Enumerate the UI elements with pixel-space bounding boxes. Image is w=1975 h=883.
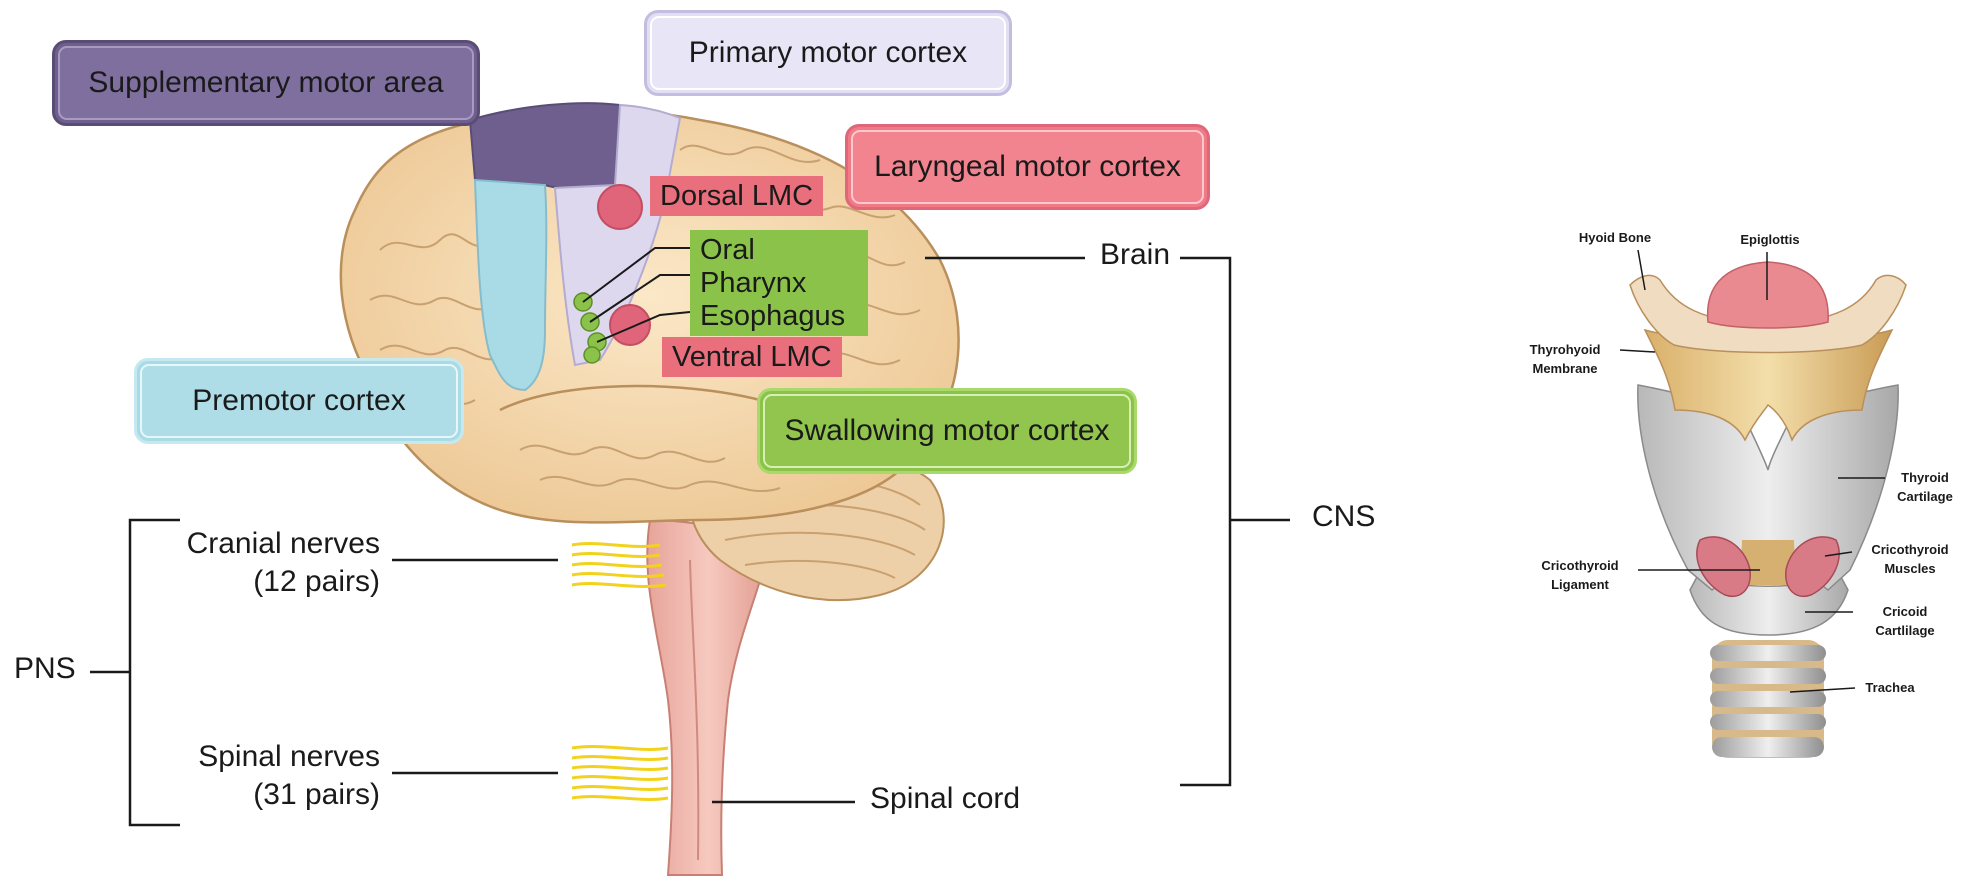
spinal-nerves-line1: Spinal nerves: [160, 738, 380, 776]
pns-label: PNS: [14, 652, 76, 686]
thyrohyoid-line2: Membrane: [1510, 359, 1620, 378]
cricoid-line2: Cartlilage: [1850, 621, 1960, 640]
supplementary-motor-area-box: Supplementary motor area: [52, 40, 480, 126]
cranial-nerves-line2: (12 pairs): [160, 563, 380, 601]
cricothyroid-muscles-label: Cricothyroid Muscles: [1850, 540, 1970, 578]
epiglottis-shape: [1708, 262, 1829, 328]
ventral-lmc-label: Ventral LMC: [672, 341, 832, 374]
premotor-cortex-label: Premotor cortex: [192, 384, 405, 418]
cricothyroid-lig-line1: Cricothyroid: [1520, 556, 1640, 575]
spinal-nerves-line2: (31 pairs): [160, 776, 380, 814]
spinal-nerves-label: Spinal nerves (31 pairs): [160, 738, 380, 814]
swallowing-motor-cortex-box: Swallowing motor cortex: [757, 388, 1137, 474]
primary-motor-cortex-box: Primary motor cortex: [644, 10, 1012, 96]
thyrohyoid-membrane-label: Thyrohyoid Membrane: [1510, 340, 1620, 378]
swallowing-organs-box: Oral Pharynx Esophagus: [690, 230, 868, 336]
trachea-label: Trachea: [1850, 678, 1930, 697]
cricoid-cartilage-label: Cricoid Cartlilage: [1850, 602, 1960, 640]
cns-label: CNS: [1312, 500, 1375, 534]
laryngeal-motor-cortex-label: Laryngeal motor cortex: [874, 150, 1181, 184]
premotor-cortex-box: Premotor cortex: [134, 358, 464, 444]
dorsal-lmc-label: Dorsal LMC: [660, 180, 813, 213]
trachea-shape: [1710, 640, 1826, 758]
cricothyroid-ligament-label: Cricothyroid Ligament: [1520, 556, 1640, 594]
cricoid-line1: Cricoid: [1850, 602, 1960, 621]
thyroid-line1: Thyroid: [1880, 468, 1970, 487]
cricothyroid-mus-line1: Cricothyroid: [1850, 540, 1970, 559]
organ-item-esophagus: Esophagus: [700, 300, 868, 333]
hyoid-bone-label: Hyoid Bone: [1550, 228, 1680, 247]
brain-label: Brain: [1100, 238, 1170, 272]
swallowing-motor-cortex-label: Swallowing motor cortex: [784, 414, 1109, 448]
spinal-nerves-graphic: [572, 747, 668, 800]
primary-motor-cortex-label: Primary motor cortex: [689, 36, 967, 70]
organ-item-oral: Oral: [700, 234, 868, 267]
cranial-nerves-label: Cranial nerves (12 pairs): [160, 525, 380, 601]
epiglottis-label: Epiglottis: [1705, 230, 1835, 249]
dorsal-lmc-tag: Dorsal LMC: [650, 176, 823, 216]
laryngeal-motor-cortex-box: Laryngeal motor cortex: [845, 124, 1210, 210]
cricothyroid-lig-line2: Ligament: [1520, 575, 1640, 594]
thyroid-cartilage-label: Thyroid Cartilage: [1880, 468, 1970, 506]
cranial-nerves-line1: Cranial nerves: [160, 525, 380, 563]
thyrohyoid-line1: Thyrohyoid: [1510, 340, 1620, 359]
ventral-lmc-tag: Ventral LMC: [662, 337, 842, 377]
supplementary-motor-area-label: Supplementary motor area: [88, 66, 443, 100]
thyroid-line2: Cartilage: [1880, 487, 1970, 506]
spinal-cord-label: Spinal cord: [870, 782, 1020, 816]
cricothyroid-mus-line2: Muscles: [1850, 559, 1970, 578]
organ-item-pharynx: Pharynx: [700, 267, 868, 300]
